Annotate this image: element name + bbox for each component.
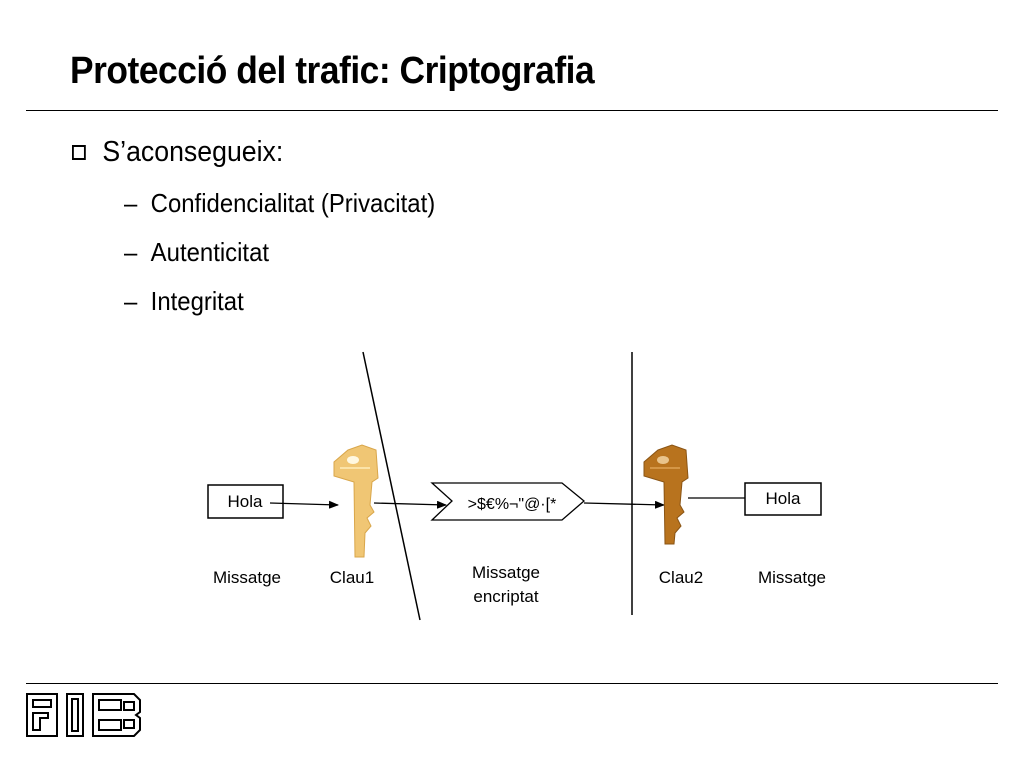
encrypted-message-text: >$€%¬"@·[* [468,496,557,513]
message-in-label: Missatge [213,568,281,587]
sub-bullet-text: Autenticitat [150,237,270,267]
encrypted-message-shape [430,482,586,521]
dash-marker: – [124,286,138,316]
encrypted-label-line2: encriptat [473,587,538,606]
bullet-text: S’aconsegueix: [102,136,284,168]
message-out-text: Hola [766,489,802,508]
key2-label: Clau2 [659,568,703,587]
sub-bullet-item: – Autenticitat [124,232,435,281]
message-in-box [207,484,284,519]
arrow-to-encrypted [373,500,447,509]
dash-marker: – [124,237,138,267]
encryption-diagram: Hola Missatge Clau1 >$€%¬"@·[* Missatge … [207,351,826,621]
title-divider [26,110,998,111]
bullet-item: S’aconsegueix: [72,136,283,169]
message-out-label: Missatge [758,568,826,587]
sub-bullet-list: – Confidencialitat (Privacitat) – Autent… [124,183,462,330]
dash-marker: – [124,188,138,218]
slide-title: Protecció del trafic: Criptografia [70,50,595,92]
sub-bullet-item: – Integritat [124,281,435,330]
key2-icon [643,444,689,545]
encrypted-label-line1: Missatge [472,563,540,582]
message-in-text: Hola [228,492,264,511]
arrow-to-key2 [583,500,665,509]
sub-bullet-item: – Confidencialitat (Privacitat) [124,183,435,232]
sub-bullet-text: Confidencialitat (Privacitat) [150,188,436,218]
sub-bullet-text: Integritat [150,286,244,316]
key1-icon [333,444,379,558]
footer-divider [26,683,998,684]
fib-logo-icon [26,693,141,737]
square-bullet-icon [72,145,86,160]
sender-separator-line [362,351,421,621]
key1-label: Clau1 [330,568,374,587]
arrow-to-key1 [269,500,339,509]
message-out-box [744,482,822,516]
